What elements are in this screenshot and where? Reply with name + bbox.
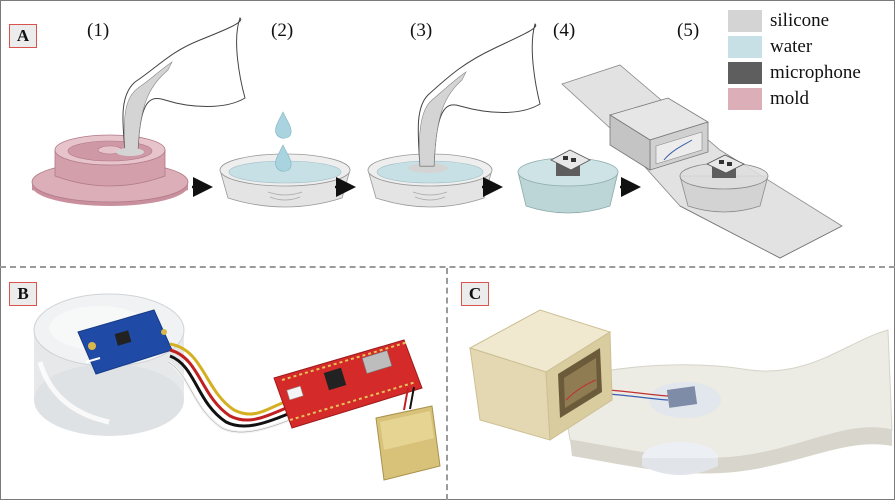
panel-b-photo <box>33 293 441 481</box>
step-3-label: (3) <box>410 20 433 41</box>
panel-c-label: C <box>461 282 489 306</box>
legend-microphone: microphone <box>728 62 861 84</box>
legend-swatch-water <box>728 36 762 58</box>
legend-label-microphone: microphone <box>770 62 861 83</box>
step-3-clear-mold <box>367 153 493 208</box>
red-logger-board <box>273 339 423 429</box>
step-1-mold <box>31 134 189 206</box>
step-4-label: (4) <box>553 20 576 41</box>
microphone-module-step-4 <box>550 149 591 176</box>
horizontal-divider <box>0 266 895 268</box>
legend-water: water <box>728 36 812 58</box>
step-5-silicone-sheet <box>561 64 843 259</box>
legend-silicone: silicone <box>728 10 829 32</box>
connection-wires <box>167 342 301 434</box>
legend-swatch-silicone <box>728 10 762 32</box>
step-2-label: (2) <box>271 20 294 41</box>
legend-label-silicone: silicone <box>770 10 830 31</box>
step-1-pour-cup <box>116 17 246 156</box>
legend-swatch-microphone <box>728 62 762 84</box>
microphone-module-step-5 <box>706 154 745 178</box>
water-droplet-1 <box>275 111 292 139</box>
lipo-battery <box>375 386 441 481</box>
panel-b-label: B <box>9 282 37 306</box>
step-1-label: (1) <box>87 20 110 41</box>
water-droplet-2 <box>275 144 292 172</box>
step-5-label: (5) <box>677 20 700 41</box>
step-3-pour-cup <box>417 23 541 167</box>
legend-swatch-mold <box>728 88 762 110</box>
silicone-puck-under-strip <box>642 442 718 475</box>
legend-mold: mold <box>728 88 809 110</box>
vertical-divider <box>446 268 448 500</box>
legend-label-mold: mold <box>770 88 810 109</box>
embedded-microphone <box>579 382 721 418</box>
step-5-enclosure-box <box>609 97 709 171</box>
panel-c-photo <box>468 309 893 475</box>
panel-a-label: A <box>9 24 37 48</box>
enclosure-box <box>468 309 613 441</box>
panel-a-illustration <box>31 17 843 259</box>
legend-label-water: water <box>770 36 813 57</box>
